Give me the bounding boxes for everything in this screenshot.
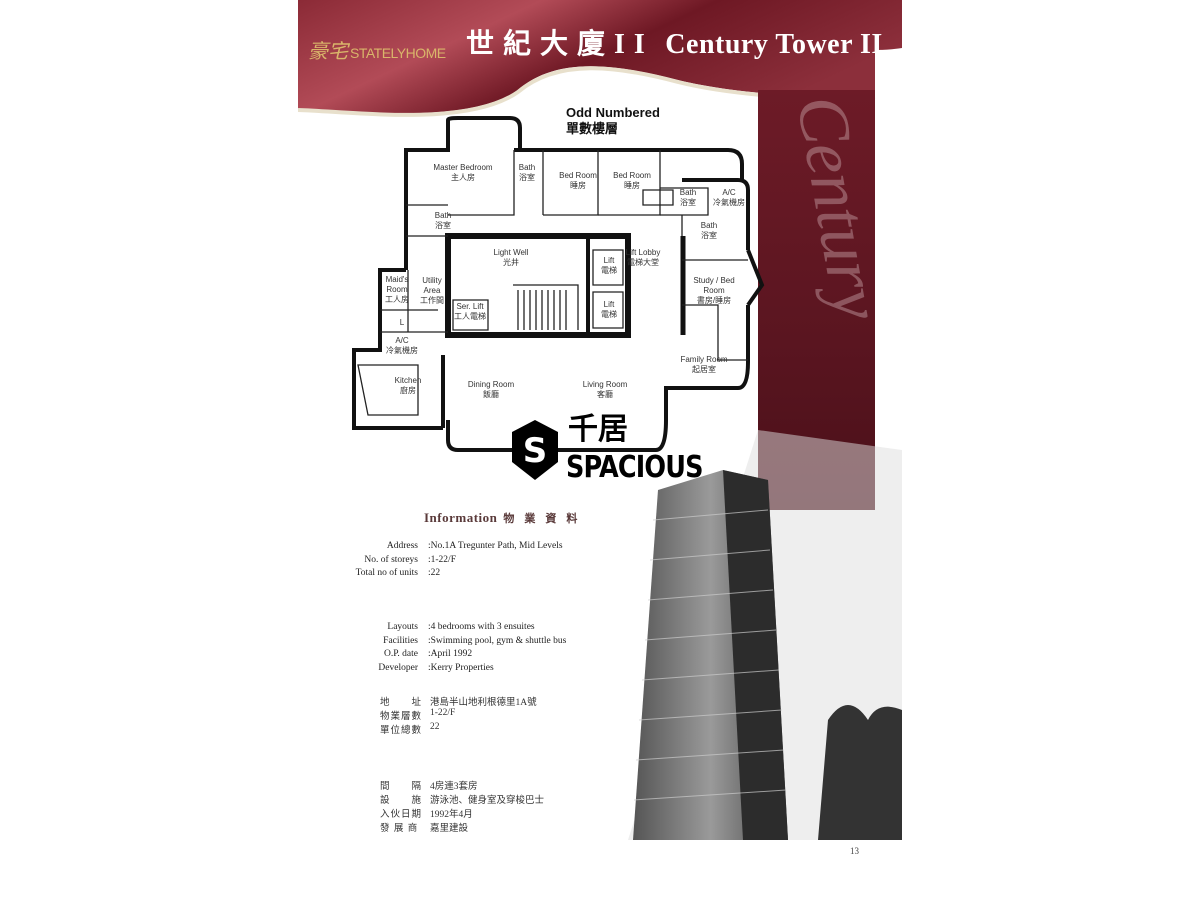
floorplan-heading-en: Odd Numbered <box>566 105 660 120</box>
info-title-en: Information <box>424 510 498 525</box>
floorplan-heading: Odd Numbered 單數樓層 <box>566 105 660 137</box>
floor-plan <box>352 116 765 452</box>
title-chinese: 世紀大廈II <box>466 29 654 60</box>
svg-text:S: S <box>523 431 548 471</box>
floorplan-heading-cn: 單數樓層 <box>566 121 619 136</box>
spacious-logo-icon: S <box>512 420 558 480</box>
room-lavatory: L <box>399 318 405 327</box>
building-photo <box>628 430 902 840</box>
logo-script: 豪宅 <box>308 41 348 63</box>
page-number: 13 <box>850 846 859 856</box>
information-title: Information 物業資料 <box>424 510 587 526</box>
watermark-chinese: 千居 <box>568 413 628 446</box>
title-english: Century Tower II <box>665 29 883 60</box>
logo-brand: STATELYHOME <box>350 45 446 61</box>
info-title-cn: 物業資料 <box>503 513 588 525</box>
watermark-english: SPACIOUS <box>566 450 703 485</box>
page-title: 世紀大廈II Century Tower II <box>466 22 883 62</box>
